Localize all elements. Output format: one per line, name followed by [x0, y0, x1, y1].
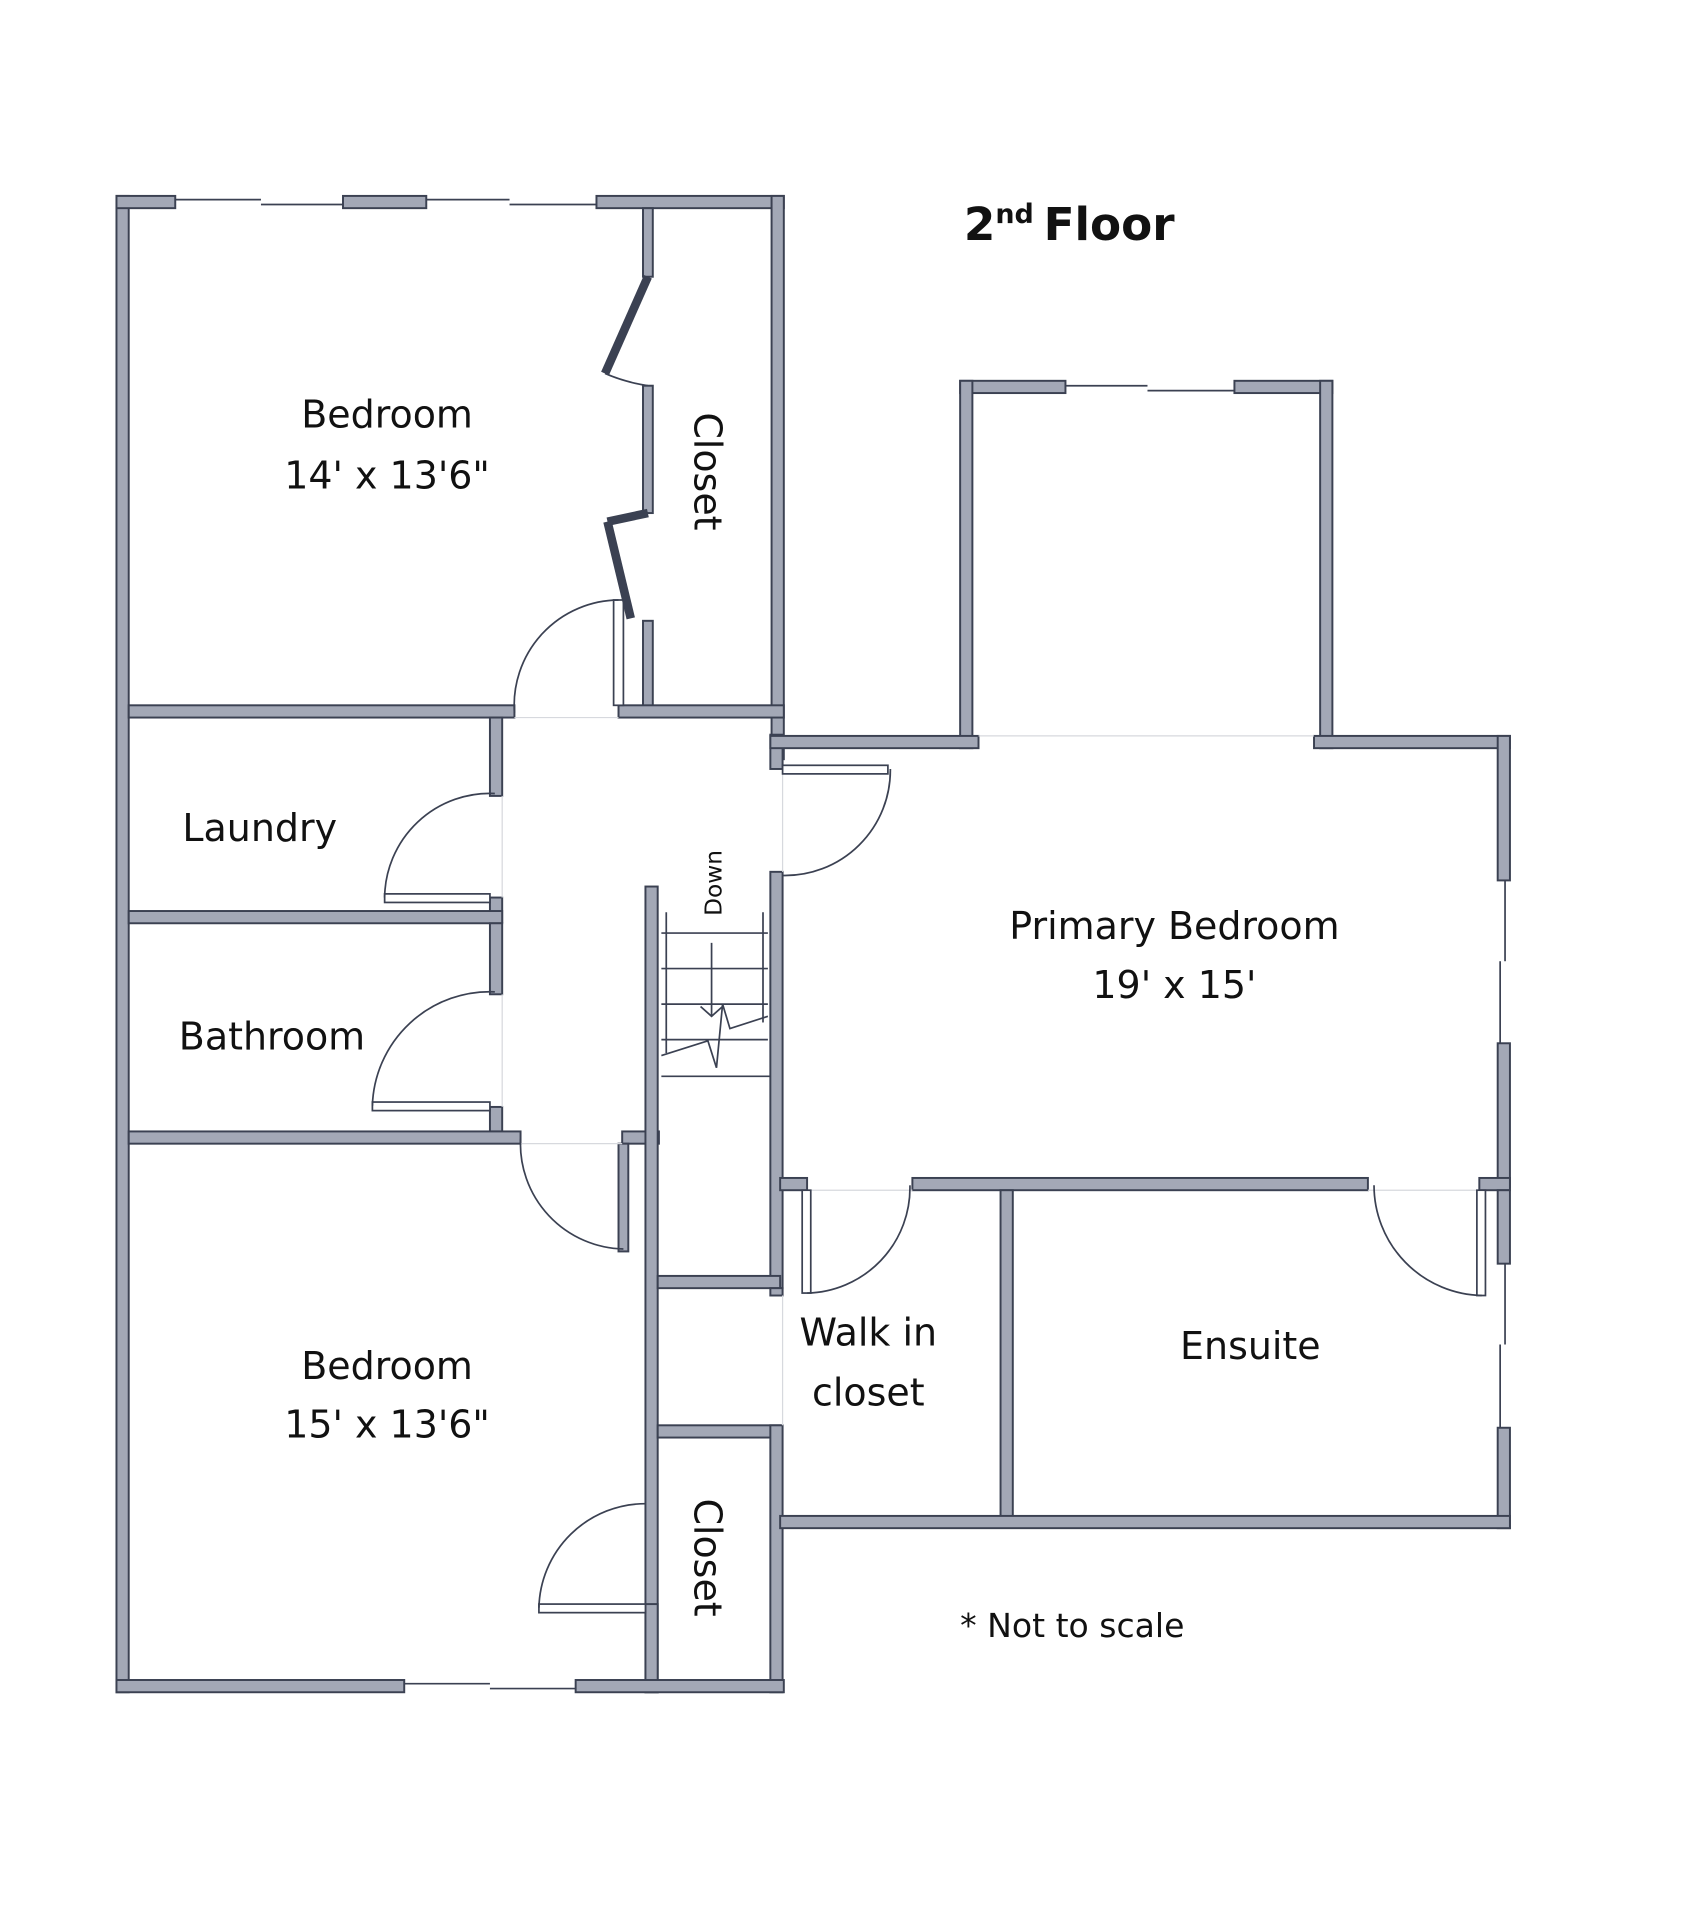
room-closet-1-name: Closet — [685, 412, 729, 530]
openings — [501, 716, 1480, 1426]
room-bathroom-name: Bathroom — [179, 1014, 365, 1058]
walls — [115, 194, 1511, 1694]
windows — [175, 198, 1506, 1690]
room-primary-bedroom-dimensions: 19' x 15' — [1092, 963, 1256, 1007]
room-ensuite-name: Ensuite — [1180, 1324, 1321, 1368]
doors — [371, 274, 1487, 1614]
room-walk-in-closet-name-line2: closet — [812, 1371, 925, 1415]
room-walk-in-closet-name: Walk in — [800, 1311, 938, 1355]
room-bedroom-2-name: Bedroom — [301, 1344, 473, 1388]
room-labels: Bedroom 14' x 13'6" Closet Laundry Bathr… — [179, 392, 1340, 1616]
room-closet-2-name: Closet — [685, 1498, 729, 1616]
room-laundry-name: Laundry — [182, 806, 337, 850]
stairs-down-label: Down — [700, 850, 727, 916]
room-bedroom-2-dimensions: 15' x 13'6" — [284, 1403, 490, 1447]
stairs: Down — [661, 850, 771, 1078]
room-bedroom-1-dimensions: 14' x 13'6" — [284, 454, 490, 498]
not-to-scale-note: * Not to scale — [960, 1606, 1184, 1645]
room-bedroom-1-name: Bedroom — [301, 392, 473, 436]
room-primary-bedroom-name: Primary Bedroom — [1009, 904, 1339, 948]
